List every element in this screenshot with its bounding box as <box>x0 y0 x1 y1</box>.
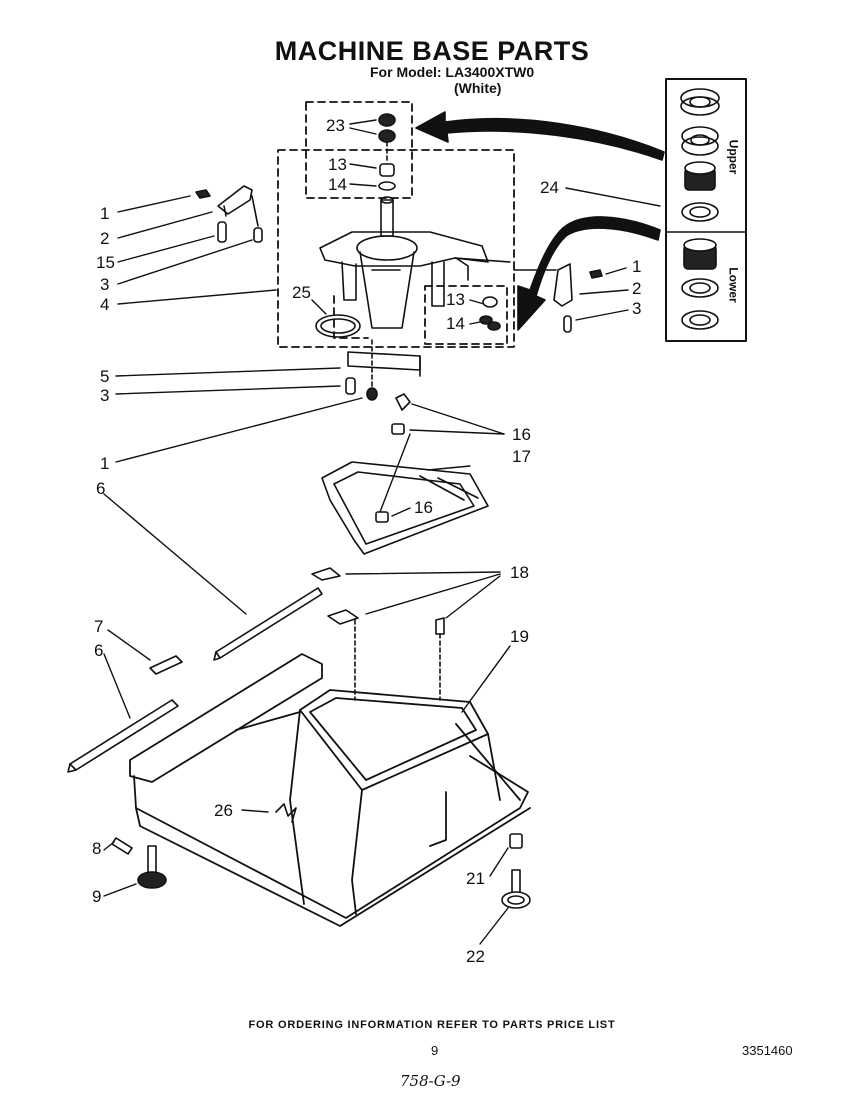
seal-ring-lower-2 <box>681 278 719 298</box>
page-number: 9 <box>431 1043 439 1058</box>
arrow-lower <box>517 216 661 331</box>
part-16-pads <box>375 393 411 523</box>
callout-13-right: 13 <box>446 290 465 309</box>
seal-ring-upper-3 <box>684 161 716 191</box>
callout-6-lower: 6 <box>94 641 103 660</box>
agitator-spider-assembly <box>319 196 511 329</box>
part-13-bushing <box>379 163 395 177</box>
right-bracket-hardware <box>513 263 603 333</box>
callout-16-inner: 16 <box>414 498 433 517</box>
color-line: (White) <box>454 80 502 96</box>
handwritten-note: 758-G-9 <box>400 1072 461 1090</box>
seal-ring-upper-4 <box>681 202 719 222</box>
seal-ring-upper-2 <box>681 126 719 156</box>
callout-1-lower: 1 <box>100 454 109 473</box>
spider-arms <box>319 231 489 267</box>
part-17-frame <box>321 461 489 555</box>
callout-15: 15 <box>96 253 115 272</box>
dashed-outline-boxes <box>277 101 515 348</box>
ordering-note: FOR ORDERING INFORMATION REFER TO PARTS … <box>248 1019 616 1031</box>
callout-23: 23 <box>326 116 345 135</box>
part-19-machine-base-frame <box>129 653 531 927</box>
callout-4: 4 <box>100 295 109 314</box>
page-title: MACHINE BASE PARTS <box>274 36 590 66</box>
document-number: 3351460 <box>742 1043 793 1058</box>
callout-3-lower: 3 <box>100 386 109 405</box>
callout-24: 24 <box>540 178 559 197</box>
callout-13: 13 <box>328 155 347 174</box>
part-23-caps <box>378 113 396 143</box>
part-21-22-leveling-foot <box>501 833 531 909</box>
callout-9: 9 <box>92 887 101 906</box>
top-parts <box>378 113 396 191</box>
callout-2-right: 2 <box>632 279 641 298</box>
side-parts-13-14 <box>479 296 501 331</box>
part-18-clips <box>311 567 445 701</box>
callout-18: 18 <box>510 563 529 582</box>
leader-lines <box>103 119 661 945</box>
callout-19: 19 <box>510 627 529 646</box>
callout-2: 2 <box>100 229 109 248</box>
box-agitator-assembly <box>277 149 515 348</box>
box-inner-corner <box>333 295 369 339</box>
callout-7: 7 <box>94 617 103 636</box>
box-top-parts <box>305 101 413 199</box>
callout-8: 8 <box>92 839 101 858</box>
inset-lower-label: Lower <box>726 267 741 303</box>
callout-1: 1 <box>100 204 109 223</box>
part-7-small-plate <box>149 655 183 675</box>
callout-3: 3 <box>100 275 109 294</box>
callout-22: 22 <box>466 947 485 966</box>
callout-16: 16 <box>512 425 531 444</box>
part-1-bolt <box>366 339 378 401</box>
callout-5: 5 <box>100 367 109 386</box>
shaft <box>380 199 394 237</box>
seal-ring-lower-1 <box>683 238 717 270</box>
arrow-upper <box>415 111 665 161</box>
seal-ring-lower-3 <box>681 310 719 330</box>
callout-6: 6 <box>96 479 105 498</box>
part-6-upper-bar <box>213 587 323 661</box>
inset-upper-label: Upper <box>726 139 741 175</box>
part-6-lower-bar <box>67 699 179 773</box>
part-3-clip <box>345 377 356 395</box>
seal-ring-upper-1 <box>680 88 720 116</box>
part-26-spring <box>275 803 297 823</box>
part-25-ring <box>315 314 361 338</box>
hub-body <box>359 251 415 329</box>
callout-14-right: 14 <box>446 314 465 333</box>
callout-14: 14 <box>328 175 347 194</box>
callout-numbers: 1 2 15 3 4 25 23 13 14 24 1 2 3 13 14 5 … <box>92 116 641 966</box>
part-14-washer <box>378 181 396 191</box>
box-side-parts <box>424 285 508 345</box>
callout-21: 21 <box>466 869 485 888</box>
callout-3-right: 3 <box>632 299 641 318</box>
callout-17: 17 <box>512 447 531 466</box>
callout-25: 25 <box>292 283 311 302</box>
inset-frame <box>665 78 747 342</box>
model-line: For Model: LA3400XTW0 <box>370 64 535 80</box>
pointer-arrows <box>415 111 665 331</box>
callout-26: 26 <box>214 801 233 820</box>
left-bracket-hardware <box>195 185 263 243</box>
part-8-9-leveling-foot <box>111 837 167 889</box>
callout-1-right: 1 <box>632 257 641 276</box>
seal-inset-box <box>665 78 747 342</box>
part-5-bar <box>347 351 421 377</box>
